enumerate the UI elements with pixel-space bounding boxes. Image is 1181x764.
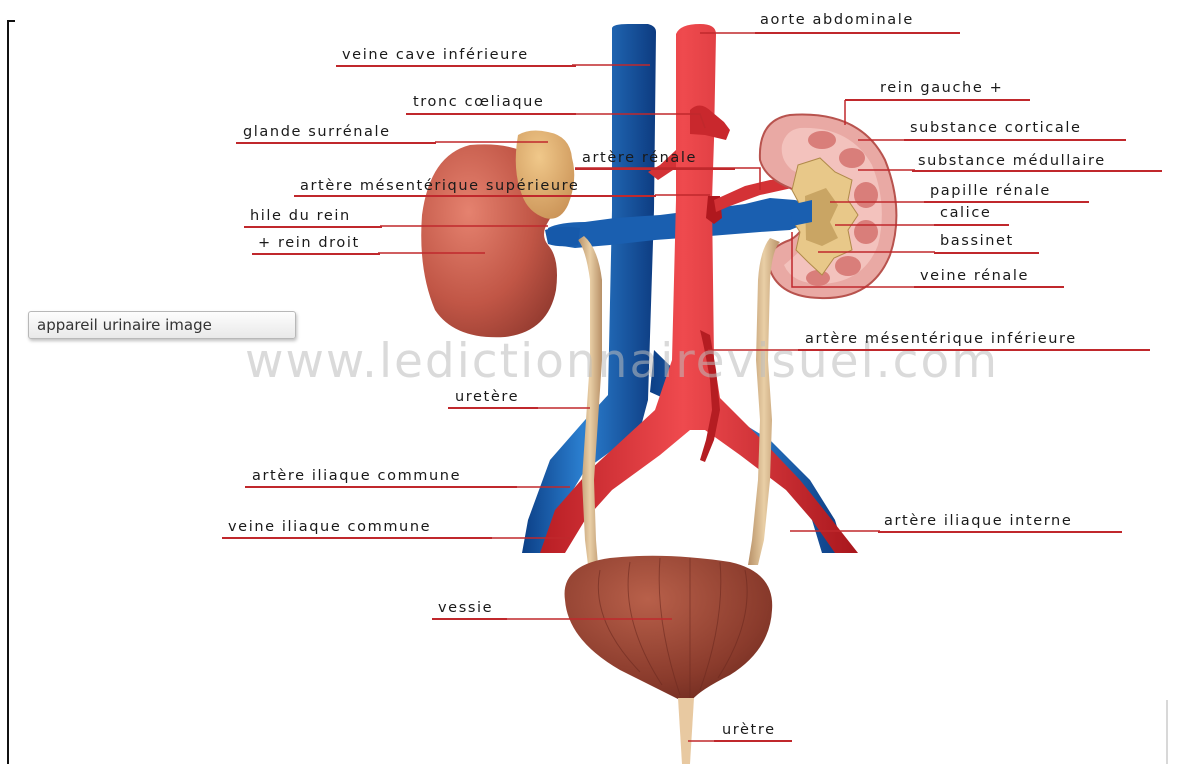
- label-papille-renale: papille rénale: [930, 183, 1051, 200]
- underline-veine-renale: [914, 286, 1064, 288]
- underline-rein-droit: [252, 253, 380, 255]
- label-artere-mesenterique-superieure: artère mésentérique supérieure: [300, 178, 579, 195]
- underline-mesenterique-sup: [294, 195, 656, 197]
- underline-iliaque-commune-vein: [222, 537, 492, 539]
- label-uretre: urètre: [722, 722, 776, 739]
- label-uretere: uretère: [455, 389, 519, 406]
- underline-corticale: [904, 139, 1126, 141]
- image-caption-button[interactable]: appareil urinaire image: [28, 311, 296, 339]
- right-renal-vein-shape: [545, 227, 580, 246]
- underline-uretre: [714, 740, 792, 742]
- underline-medullaire: [912, 170, 1162, 172]
- underline-calice: [934, 224, 1009, 226]
- label-bassinet: bassinet: [940, 233, 1014, 250]
- label-artere-iliaque-interne: artère iliaque interne: [884, 513, 1072, 530]
- label-veine-cave-inferieure: veine cave inférieure: [342, 47, 529, 64]
- underline-bassinet: [934, 252, 1039, 254]
- label-artere-iliaque-commune: artère iliaque commune: [252, 468, 461, 485]
- underline-papille: [924, 201, 1089, 203]
- label-veine-renale: veine rénale: [920, 268, 1029, 285]
- label-substance-medullaire: substance médullaire: [918, 153, 1106, 170]
- label-hile-du-rein: hile du rein: [250, 208, 351, 225]
- label-aorte-abdominale: aorte abdominale: [760, 12, 914, 29]
- underline-aorte: [755, 32, 960, 34]
- label-glande-surrenale: glande surrénale: [243, 124, 391, 141]
- label-veine-iliaque-commune: veine iliaque commune: [228, 519, 431, 536]
- label-artere-mesenterique-inferieure: artère mésentérique inférieure: [805, 331, 1077, 348]
- label-rein-droit: + rein droit: [258, 235, 360, 252]
- underline-hile: [244, 226, 382, 228]
- underline-rein-gauche: [845, 99, 1030, 101]
- underline-vessie: [432, 618, 507, 620]
- underline-mesenterique-inf: [798, 349, 1150, 351]
- label-vessie: vessie: [438, 600, 493, 617]
- underline-glande: [236, 142, 436, 144]
- underline-iliaque-commune-art: [245, 486, 517, 488]
- underline-veine-cave: [336, 65, 576, 67]
- label-tronc-coeliaque: tronc cœliaque: [413, 94, 544, 111]
- label-artere-renale: artère rénale: [582, 150, 697, 167]
- underline-uretere: [448, 407, 538, 409]
- underline-tronc: [406, 113, 576, 115]
- label-substance-corticale: substance corticale: [910, 120, 1082, 137]
- label-rein-gauche: rein gauche +: [880, 80, 1003, 97]
- label-calice: calice: [940, 205, 991, 222]
- underline-artere-renale: [575, 168, 735, 170]
- underline-iliaque-interne: [878, 531, 1122, 533]
